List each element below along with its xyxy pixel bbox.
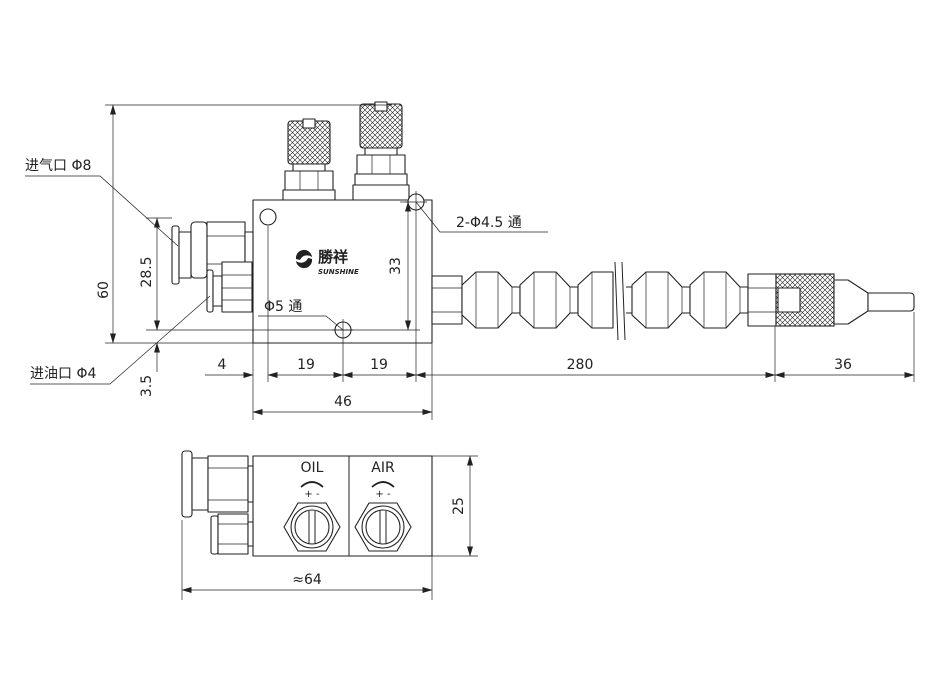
through-hole-leader	[258, 315, 344, 331]
air-fitting-collet	[178, 231, 192, 279]
top-view-oil-fitting	[210, 513, 254, 555]
hose-segment	[689, 271, 749, 329]
oil-adjust-signs: + -	[304, 489, 320, 500]
nozzle-nut-core	[777, 287, 801, 313]
front-dimension-labels: 60 28.5 3.5 33 4 19 19 280 36 46	[96, 256, 852, 410]
hose-segment-partial	[577, 271, 614, 329]
air-fitting-release-ring	[171, 225, 180, 285]
dim-hose-length-label: 280	[567, 357, 594, 373]
dim-hole-spacing-label: 33	[388, 257, 404, 275]
top-view-dimensions: 25 ≈64	[181, 455, 478, 600]
dim-body-depth-label: 25	[451, 497, 467, 515]
air-screw-head	[365, 509, 401, 545]
oil-adjust-knob	[282, 118, 336, 201]
oil-knob-label: OIL	[301, 460, 324, 476]
air-knob-washer	[354, 173, 408, 186]
top-view-body	[252, 455, 433, 557]
oil-adjust-arc	[300, 481, 324, 488]
logo-name-en: SUNSHINE	[318, 268, 359, 276]
top-oil-hex-faces	[218, 523, 248, 545]
oil-inlet-callout: 进油口 Φ4	[30, 366, 96, 382]
top-oil-release-ring	[210, 515, 219, 555]
oil-fitting-hex-nut	[221, 261, 253, 313]
air-adjust-screw: AIR + -	[354, 460, 412, 552]
top-air-release-ring	[181, 450, 193, 518]
dim-body-width-label: 46	[334, 394, 352, 410]
hose-segment	[631, 271, 691, 329]
through-hole-callout: Φ5 通	[264, 299, 302, 315]
air-screw-slot	[379, 511, 387, 543]
top-view-air-fitting	[181, 450, 254, 518]
hose-neck	[626, 286, 632, 314]
dim-pitch-left-label: 19	[297, 357, 315, 373]
air-adjust-arc	[371, 481, 395, 488]
top-oil-thread	[247, 521, 254, 547]
air-knob-neck	[364, 147, 398, 156]
dim-bottom-offset-label: 3.5	[139, 375, 155, 397]
dim-overall-width-label: ≈64	[292, 572, 322, 588]
oil-fitting-release-ring	[206, 269, 214, 313]
air-knob-slot	[374, 101, 388, 112]
air-inlet-leader	[25, 175, 179, 247]
air-knob-nut-faces	[371, 155, 391, 174]
oil-screw-slot	[308, 511, 316, 543]
top-air-hex-nut	[207, 455, 249, 513]
oil-fitting-collet	[212, 275, 223, 307]
top-oil-hex-nut	[217, 513, 249, 555]
nozzle-connector	[747, 273, 777, 327]
mounting-holes-leader	[415, 201, 548, 233]
valve-body	[252, 199, 433, 344]
hose-segment	[519, 271, 579, 329]
dim-edge-offset-label: 4	[218, 357, 227, 373]
nozzle-knurled-nut	[775, 273, 835, 327]
air-fitting-body	[190, 221, 208, 279]
oil-fitting-hex-faces	[222, 274, 252, 301]
oil-inlet-leader	[30, 295, 211, 385]
air-adjust-knob	[352, 101, 410, 201]
dim-overall-height-label: 60	[96, 281, 112, 299]
front-dimension-lines	[110, 104, 915, 415]
nozzle-tip	[867, 292, 915, 312]
top-air-hex-faces	[208, 467, 248, 501]
top-air-thread	[247, 465, 254, 503]
hose-break-marks	[614, 261, 626, 341]
flexible-coolant-hose	[431, 261, 915, 341]
hose-segment	[461, 271, 521, 329]
air-knob-label: AIR	[371, 460, 395, 476]
oil-adjust-screw: OIL + -	[283, 460, 341, 552]
dim-nozzle-length-label: 36	[834, 357, 852, 373]
nozzle-connector-faces	[748, 287, 776, 313]
top-view: OIL + - AIR + - 25 ≈64	[181, 450, 478, 600]
nozzle-taper	[833, 279, 869, 325]
logo-swirl-icon	[295, 249, 313, 269]
hose-adapter	[431, 275, 463, 325]
air-knob-nut	[356, 154, 406, 175]
oil-screw-head	[294, 509, 330, 545]
top-air-collet	[191, 457, 209, 511]
oil-knob-slot	[302, 118, 316, 129]
air-adjust-signs: + -	[375, 489, 391, 500]
air-inlet-callout: 进气口 Φ8	[25, 158, 91, 174]
hose-adapter-faces	[432, 287, 462, 313]
mounting-holes-callout: 2-Φ4.5 通	[456, 215, 522, 231]
oil-knob-nut-faces	[299, 171, 319, 190]
oil-knob-neck	[292, 163, 326, 172]
air-knob-base	[352, 184, 410, 201]
oil-knob-washer	[282, 189, 336, 201]
front-view: 勝祥 SUNSHINE	[25, 101, 915, 420]
logo-name-cn: 勝祥	[318, 248, 348, 266]
oil-inlet-fitting	[206, 261, 253, 313]
front-callouts: 进气口 Φ8 进油口 Φ4 2-Φ4.5 通 Φ5 通	[25, 158, 548, 385]
mount-hole-left	[259, 208, 277, 226]
dim-pitch-right-label: 19	[370, 357, 388, 373]
brand-logo: 勝祥 SUNSHINE	[295, 248, 359, 276]
dim-hole-height-label: 28.5	[139, 256, 155, 287]
oil-knob-nut	[284, 170, 334, 191]
